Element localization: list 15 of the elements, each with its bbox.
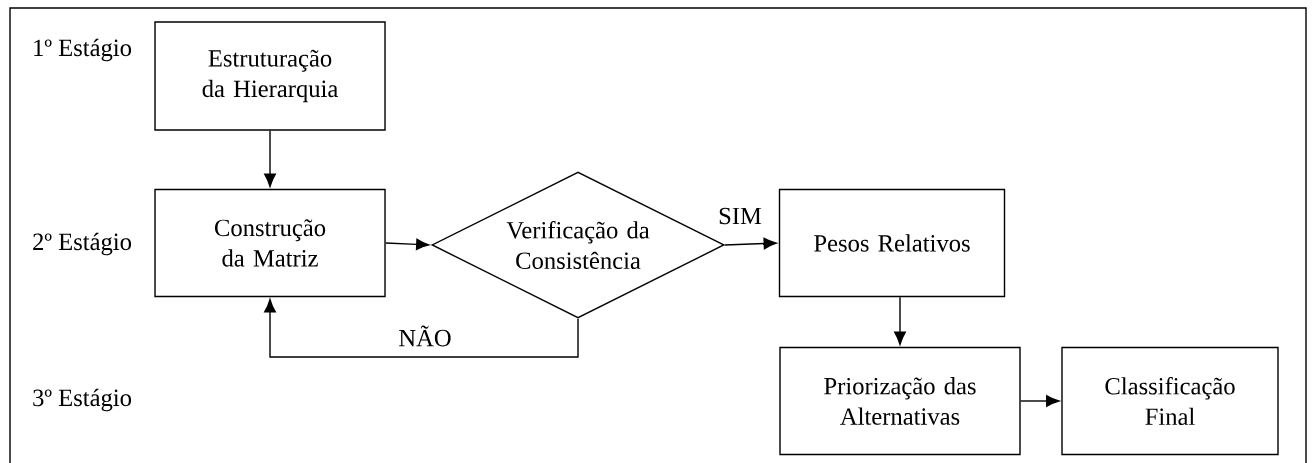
stage-label: 2º Estágio — [33, 232, 132, 256]
arrow — [724, 237, 777, 250]
arrow — [264, 130, 276, 187]
arrow — [264, 299, 579, 358]
edge-label: NÃO — [397, 324, 453, 348]
stage-label: 1º Estágio — [34, 38, 132, 62]
stage-label: 3º Estágio — [33, 388, 132, 412]
arrow — [894, 296, 906, 345]
process-box: Estruturação da Hierarquia — [154, 21, 386, 131]
process-box: Classificação Final — [1061, 346, 1279, 456]
arrow — [385, 238, 430, 251]
process-box: Priorização das Alternativas — [779, 346, 1021, 456]
arrow — [1020, 395, 1060, 407]
process-box: Construção da Matriz — [154, 188, 386, 298]
process-box: Pesos Relativos — [778, 188, 1006, 298]
